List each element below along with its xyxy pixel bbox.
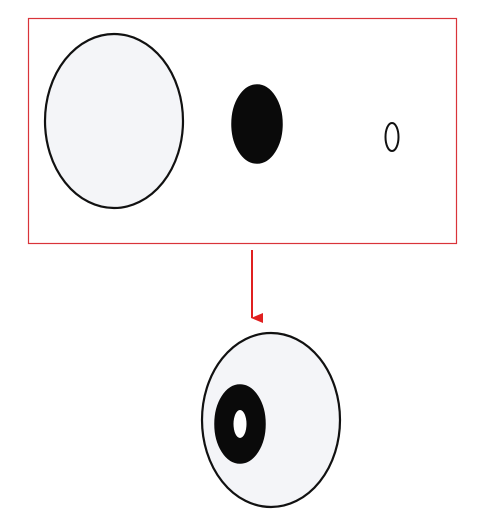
parts-frame — [27, 17, 458, 245]
assembled-eye — [200, 331, 342, 509]
eye-white-part — [43, 32, 185, 210]
assembled-eye-white — [200, 331, 342, 509]
highlight-part — [384, 122, 400, 152]
assembled-highlight — [233, 410, 247, 438]
pupil-part — [231, 84, 283, 164]
